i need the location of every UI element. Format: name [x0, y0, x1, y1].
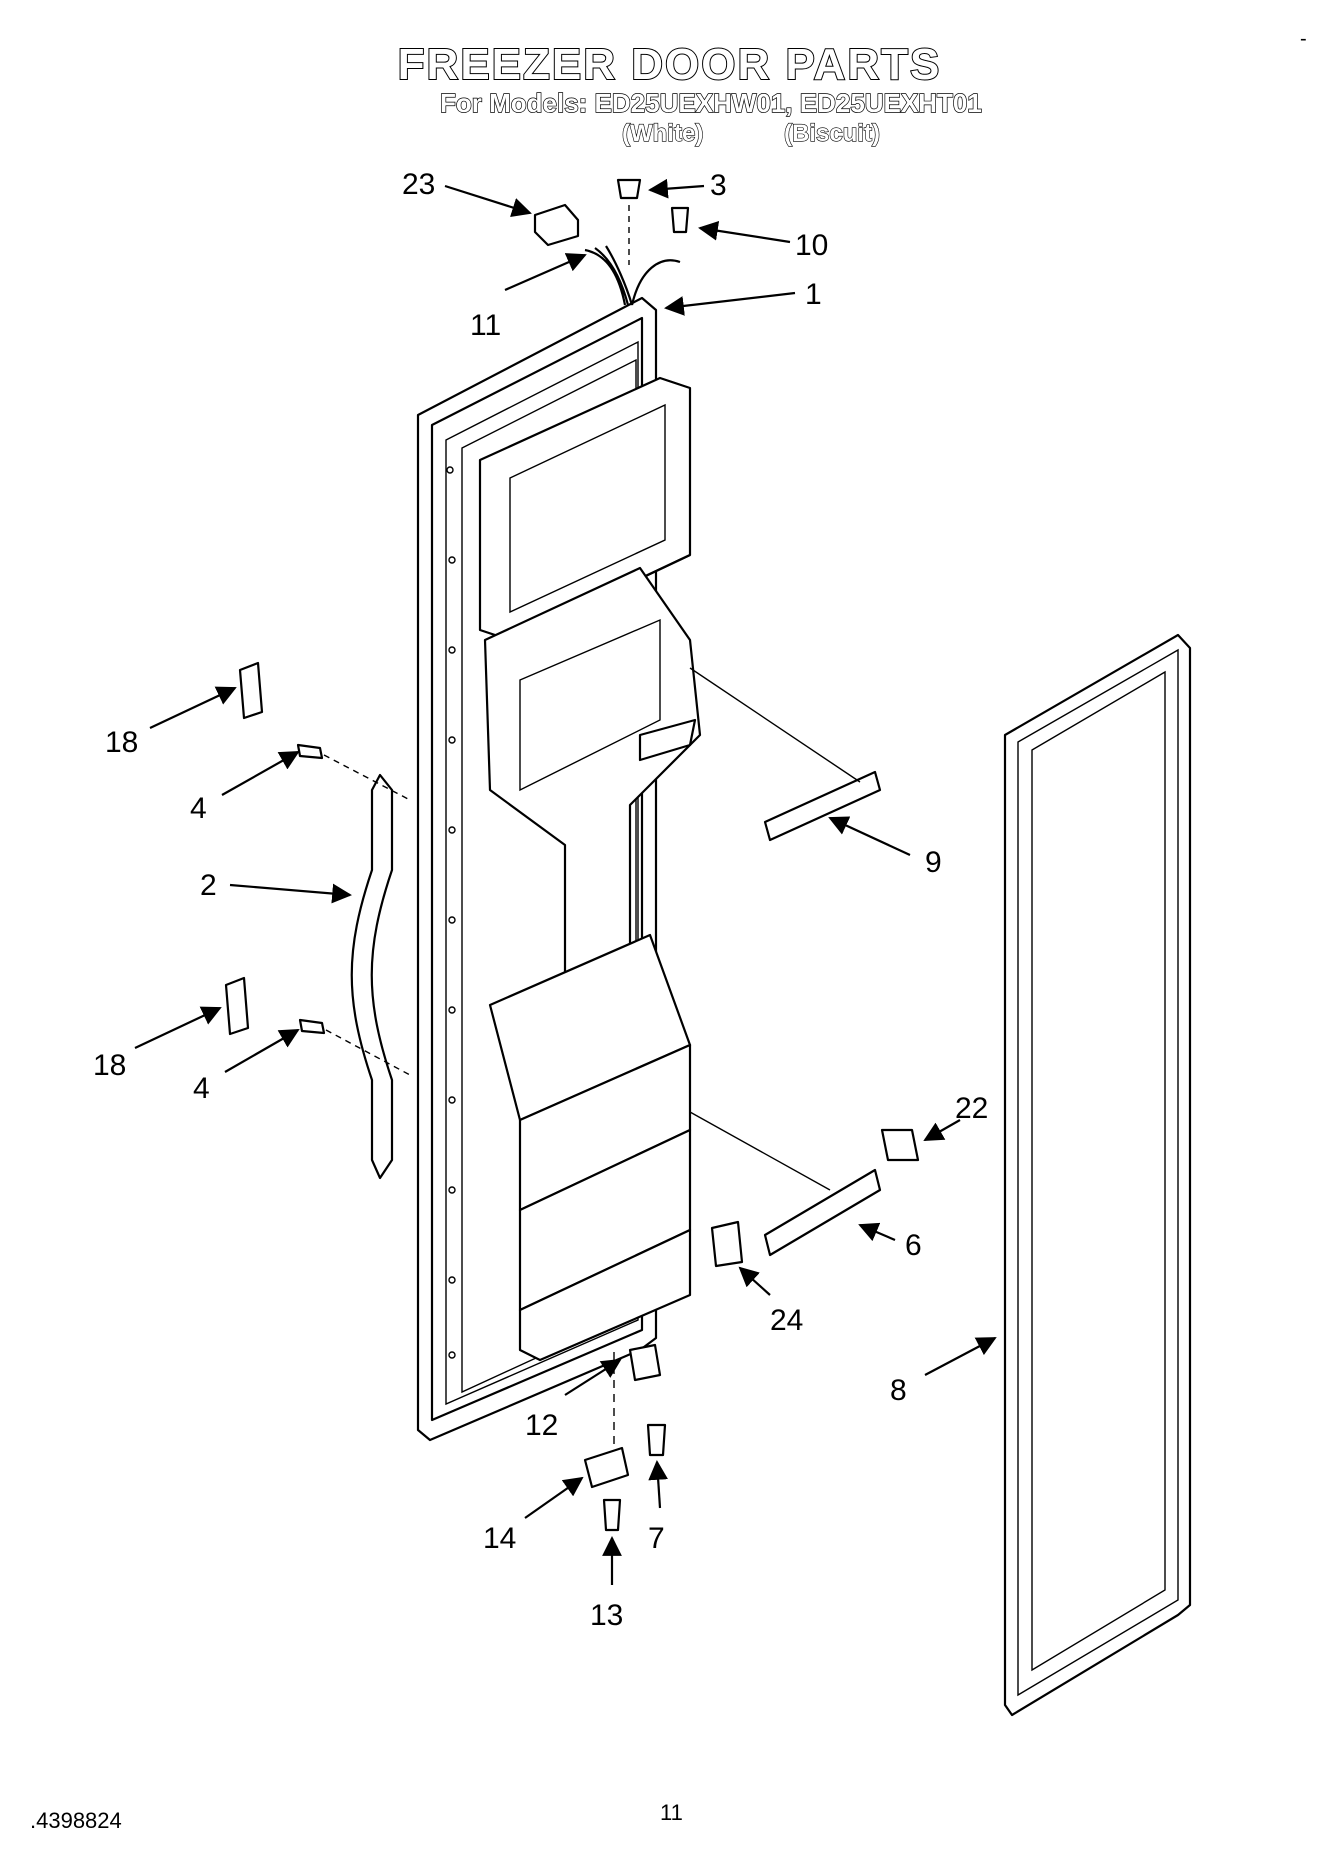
handle-screw-lower — [298, 1018, 326, 1035]
document-number: .4398824 — [30, 1808, 122, 1833]
bottom-hinge — [583, 1446, 630, 1489]
bracket-22 — [880, 1128, 920, 1162]
handle-screw-upper — [296, 743, 324, 760]
callout-labels: 23 3 10 11 1 18 4 2 9 18 4 22 6 24 8 12 … — [93, 168, 988, 1632]
callout-22: 22 — [955, 1092, 988, 1125]
callout-1: 1 — [805, 278, 822, 311]
door-gasket — [1003, 633, 1192, 1717]
callout-24: 24 — [770, 1304, 803, 1337]
callout-18-lower: 18 — [93, 1049, 126, 1082]
shelf-rail-lower — [763, 1168, 882, 1257]
callout-4-upper: 4 — [190, 792, 207, 825]
page-title: FREEZER DOOR PARTS — [397, 39, 942, 90]
callout-7: 7 — [648, 1522, 665, 1555]
wire-harness — [584, 245, 681, 306]
handle-end-cap-lower — [224, 976, 250, 1036]
callout-10: 10 — [795, 229, 828, 262]
callout-14: 14 — [483, 1522, 516, 1555]
callout-2: 2 — [200, 869, 217, 902]
freezer-door-panel — [416, 296, 702, 1442]
clip-24 — [710, 1220, 744, 1268]
callout-12: 12 — [525, 1409, 558, 1442]
callout-3: 3 — [710, 169, 727, 202]
hinge-screw-7 — [646, 1423, 667, 1457]
models-line: For Models: ED25UEXHW01, ED25UEXHT01 — [439, 87, 982, 118]
callout-6: 6 — [905, 1229, 922, 1262]
handle-end-cap-upper — [238, 661, 264, 720]
ground-screw — [670, 206, 690, 234]
door-handle — [350, 773, 394, 1180]
hinge-screw-13 — [602, 1498, 622, 1532]
callout-23: 23 — [402, 168, 435, 201]
hole-plug — [616, 178, 642, 200]
variant-white: (White) — [621, 119, 704, 147]
variant-biscuit: (Biscuit) — [783, 119, 880, 147]
callout-13: 13 — [590, 1599, 623, 1632]
callout-11: 11 — [470, 309, 501, 342]
corner-mark: - — [1300, 28, 1307, 50]
callout-arrows — [134, 178, 997, 1585]
callout-8: 8 — [890, 1374, 907, 1407]
dispenser-rail-upper — [763, 770, 882, 842]
hinge-bushing — [628, 1343, 662, 1382]
wire-connector — [533, 203, 580, 247]
callout-9: 9 — [925, 846, 942, 879]
page-number: 11 — [660, 1800, 683, 1825]
callout-4-lower: 4 — [193, 1072, 210, 1105]
callout-18-upper: 18 — [105, 726, 138, 759]
